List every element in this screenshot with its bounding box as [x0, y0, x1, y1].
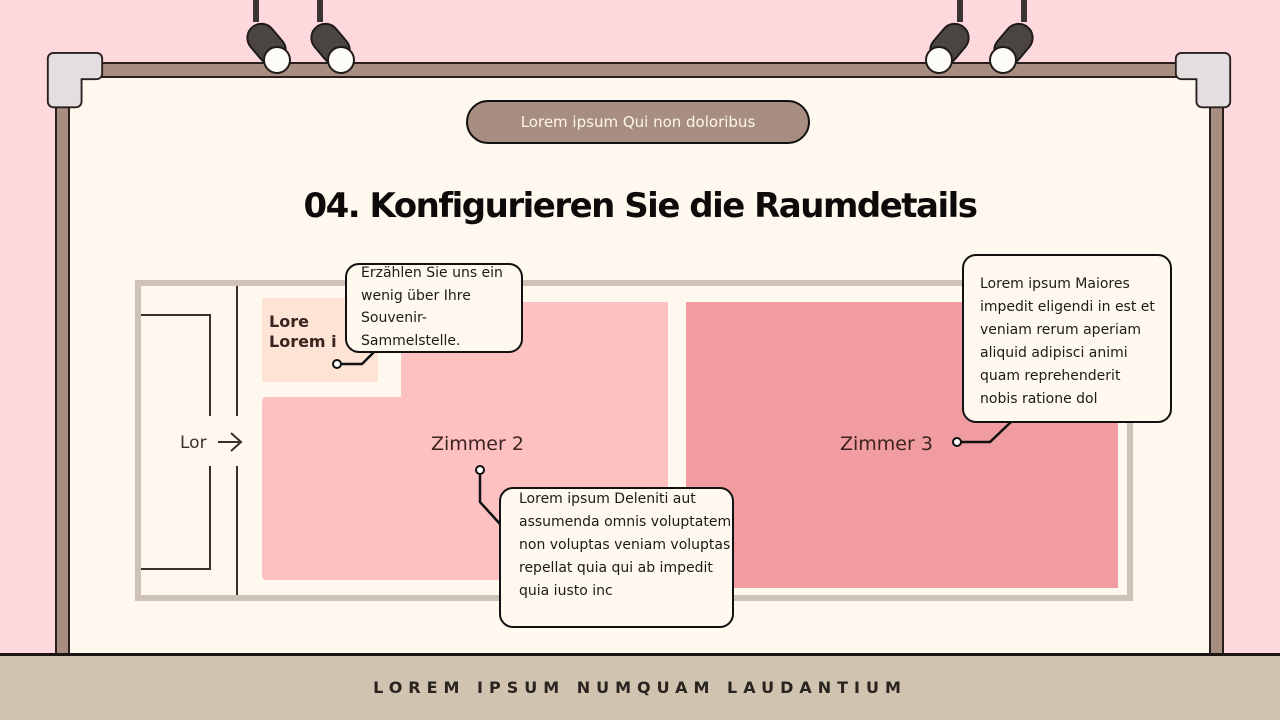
arrow-right-icon	[218, 432, 243, 452]
room-2-label: Zimmer 2	[431, 433, 524, 455]
frame-top-rail	[100, 62, 1180, 78]
room-1-label-line: Lore	[269, 312, 309, 331]
callout-text: Lorem ipsum Maiores impedit eligendi in …	[980, 276, 1155, 407]
entrance-label: Lor	[180, 433, 207, 453]
callout-text: Lorem ipsum Deleniti aut assumenda omnis…	[519, 491, 732, 599]
section-pill: Lorem ipsum Qui non doloribus	[466, 100, 810, 144]
page-title: 04. Konfigurieren Sie die Raumdetails	[303, 186, 978, 226]
spotlight-icon	[989, 0, 1034, 74]
frame-left-rail	[55, 100, 70, 656]
spotlight-icon	[310, 0, 355, 74]
frame-right-rail	[1209, 100, 1224, 656]
room-1-label: Lore Lorem i	[269, 312, 337, 352]
room-1-label-line: Lorem i	[269, 332, 337, 351]
room-3-label: Zimmer 3	[840, 433, 933, 455]
callout-room-3: Lorem ipsum Maiores impedit eligendi in …	[962, 254, 1172, 423]
footer-bar	[0, 653, 1280, 720]
callout-room-2: Lorem ipsum Deleniti aut assumenda omnis…	[499, 487, 734, 628]
corner-bracket-icon	[1174, 51, 1232, 109]
callout-text: Erzählen Sie uns ein wenig über Ihre Sou…	[361, 265, 503, 349]
callout-room-1: Erzählen Sie uns ein wenig über Ihre Sou…	[345, 263, 523, 353]
spotlight-icon	[925, 0, 970, 74]
footer-text: LOREM IPSUM NUMQUAM LAUDANTIUM	[373, 678, 907, 697]
corner-bracket-icon	[46, 51, 104, 109]
spotlight-icon	[246, 0, 291, 74]
